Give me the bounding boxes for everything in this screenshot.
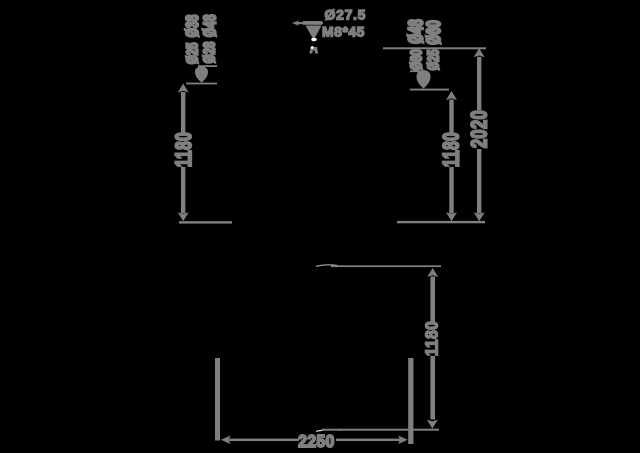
svg-text:Ø28: Ø28 bbox=[200, 41, 218, 63]
svg-text:Ø27.5: Ø27.5 bbox=[325, 7, 367, 23]
svg-text:Ø25: Ø25 bbox=[425, 49, 442, 70]
svg-text:Ø48: Ø48 bbox=[200, 14, 220, 37]
svg-text:1180: 1180 bbox=[421, 321, 441, 356]
svg-text:Ø48: Ø48 bbox=[405, 19, 428, 44]
svg-text:M8*45: M8*45 bbox=[322, 24, 365, 40]
svg-text:Ø38: Ø38 bbox=[183, 15, 203, 38]
svg-text:1180: 1180 bbox=[440, 132, 464, 167]
svg-text:2020: 2020 bbox=[467, 110, 492, 148]
svg-text:Ø80: Ø80 bbox=[407, 49, 424, 70]
svg-text:Ø25: Ø25 bbox=[183, 42, 201, 64]
svg-text:Ø60: Ø60 bbox=[422, 20, 444, 45]
svg-text:2250: 2250 bbox=[298, 431, 334, 451]
svg-text:1180: 1180 bbox=[172, 132, 196, 167]
